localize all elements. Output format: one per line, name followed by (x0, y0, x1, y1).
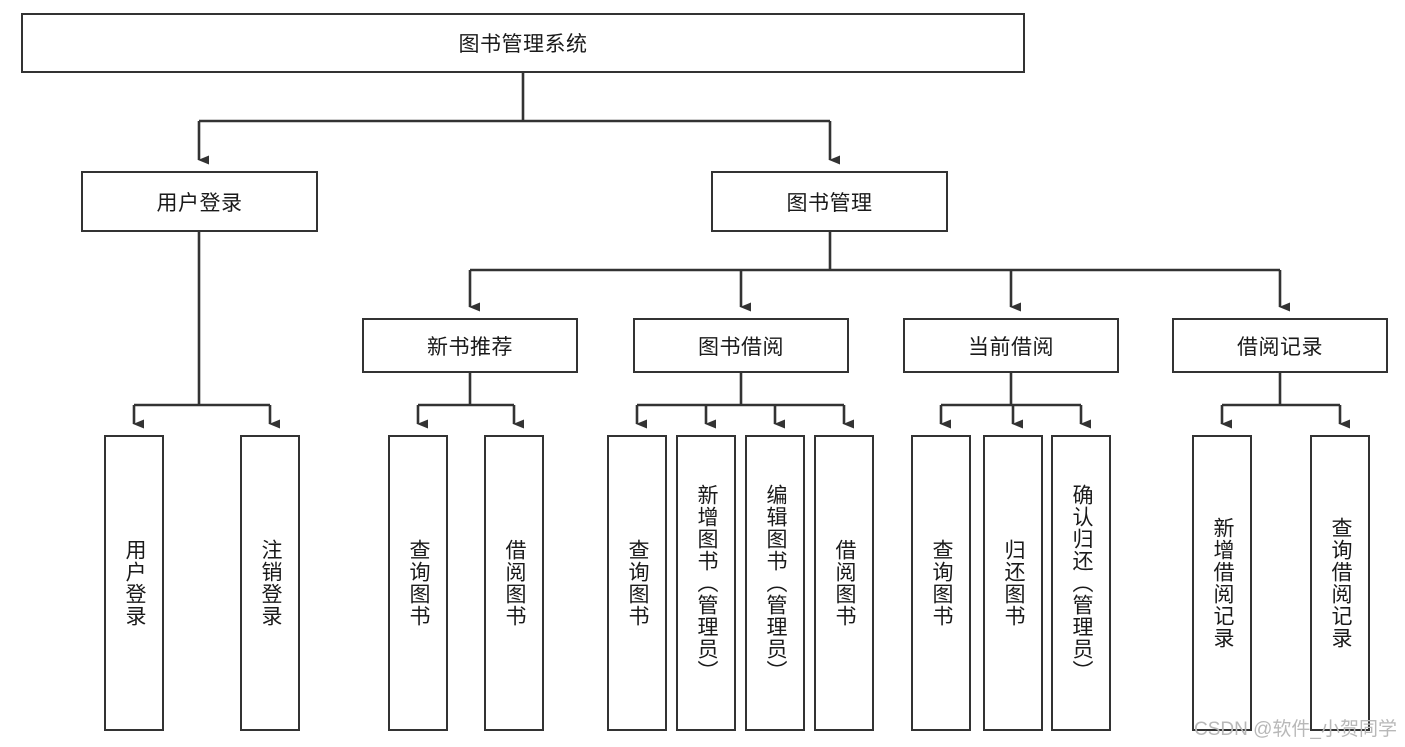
node-leaf-rec-query[interactable]: 查询图书 (388, 435, 448, 731)
node-leaf-user-logout[interactable]: 注销登录 (240, 435, 300, 731)
node-leaf-borrow-lend[interactable]: 借阅图书 (814, 435, 874, 731)
node-leaf-cur-query[interactable]: 查询图书 (911, 435, 971, 731)
node-leaf-user-login[interactable]: 用户登录 (104, 435, 164, 731)
borrow-record-leaf-connectors (1220, 373, 1350, 429)
node-user-login[interactable]: 用户登录 (81, 171, 318, 232)
node-leaf-rec-add[interactable]: 新增借阅记录 (1192, 435, 1252, 731)
node-current-borrow[interactable]: 当前借阅 (903, 318, 1119, 373)
node-book-manage[interactable]: 图书管理 (711, 171, 948, 232)
node-label-leaf-borrow-query: 查询图书 (626, 539, 650, 627)
node-leaf-borrow-query[interactable]: 查询图书 (607, 435, 667, 731)
node-label-leaf-rec-add: 新增借阅记录 (1211, 517, 1235, 649)
node-label-leaf-borrow-lend: 借阅图书 (833, 539, 857, 627)
node-label-leaf-user-logout: 注销登录 (259, 539, 283, 627)
node-new-book-rec[interactable]: 新书推荐 (362, 318, 578, 373)
node-label-leaf-borrow-add: 新增图书（管理员） (695, 484, 719, 682)
new-book-rec-leaf-connectors (416, 373, 524, 429)
node-leaf-borrow-edit[interactable]: 编辑图书（管理员） (745, 435, 805, 731)
node-label-current-borrow: 当前借阅 (968, 335, 1054, 359)
node-label-leaf-rec-search: 查询借阅记录 (1329, 517, 1353, 649)
node-book-borrow[interactable]: 图书借阅 (633, 318, 849, 373)
node-label-leaf-rec-borrow: 借阅图书 (503, 539, 527, 627)
node-label-leaf-user-login: 用户登录 (123, 539, 147, 627)
node-leaf-rec-borrow[interactable]: 借阅图书 (484, 435, 544, 731)
current-borrow-leaf-connectors (939, 373, 1091, 429)
node-label-root: 图书管理系统 (458, 33, 588, 56)
book-manage-to-level3-connectors (468, 232, 1290, 312)
node-borrow-record[interactable]: 借阅记录 (1172, 318, 1388, 373)
node-root[interactable]: 图书管理系统 (21, 13, 1025, 73)
csdn-watermark: CSDN @软件_小贺同学 (1194, 719, 1397, 740)
node-label-book-borrow: 图书借阅 (698, 335, 784, 359)
node-leaf-rec-search[interactable]: 查询借阅记录 (1310, 435, 1370, 731)
user-login-leaf-connectors (132, 232, 280, 429)
node-label-borrow-record: 借阅记录 (1237, 335, 1323, 359)
node-label-leaf-cur-query: 查询图书 (930, 539, 954, 627)
node-label-user-login: 用户登录 (156, 191, 243, 215)
node-label-leaf-cur-return: 归还图书 (1002, 539, 1026, 627)
node-leaf-cur-confirm[interactable]: 确认归还（管理员） (1051, 435, 1111, 731)
node-leaf-borrow-add[interactable]: 新增图书（管理员） (676, 435, 736, 731)
node-label-new-book-rec: 新书推荐 (427, 335, 513, 359)
node-label-book-manage: 图书管理 (786, 191, 873, 215)
root-to-level2-connectors (197, 73, 840, 165)
node-label-leaf-borrow-edit: 编辑图书（管理员） (764, 484, 788, 682)
node-leaf-cur-return[interactable]: 归还图书 (983, 435, 1043, 731)
node-label-leaf-cur-confirm: 确认归还（管理员） (1070, 484, 1094, 682)
node-label-leaf-rec-query: 查询图书 (407, 539, 431, 627)
book-borrow-leaf-connectors (635, 373, 854, 429)
